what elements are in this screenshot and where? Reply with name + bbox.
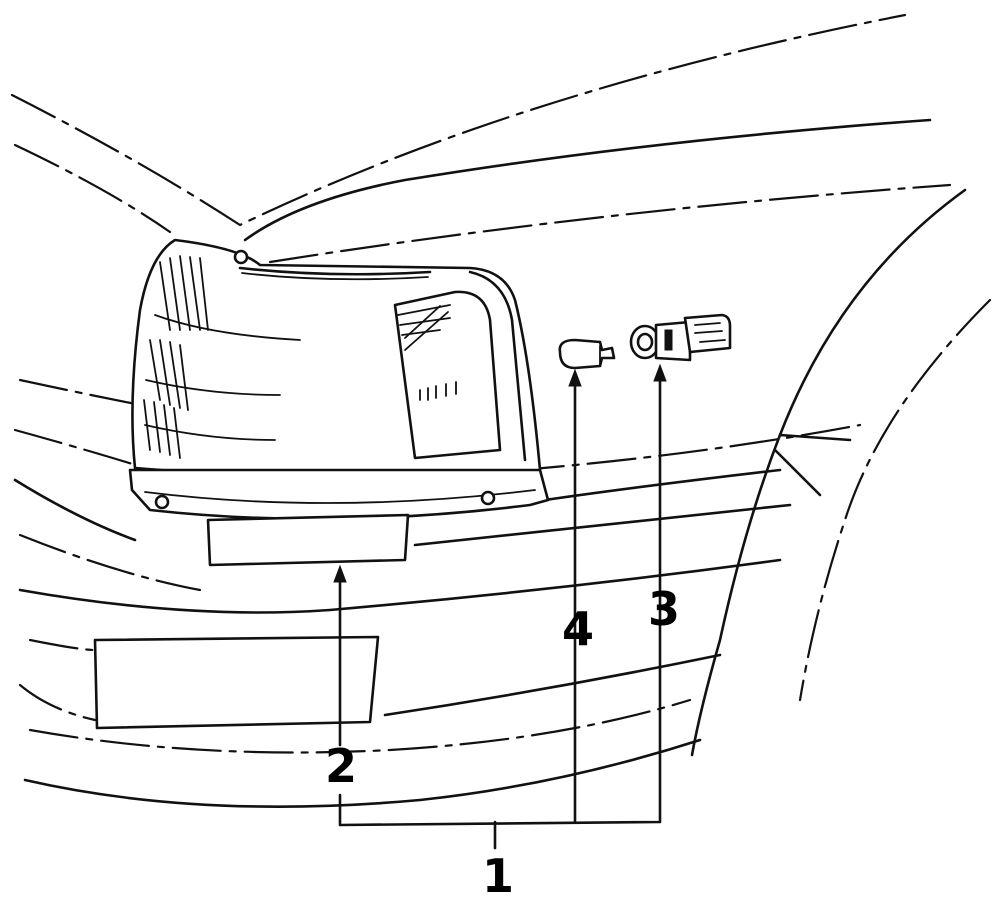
callout-2: 2 [325, 739, 357, 793]
side-marker-lamp-assembly [128, 238, 550, 567]
socket-body [654, 320, 692, 362]
wheel-arch [690, 188, 967, 757]
hood-panel-line [243, 118, 932, 242]
callout-4: 4 [562, 602, 594, 656]
lamp-lower-lens [206, 513, 410, 567]
vehicle-body [10, 13, 992, 808]
screw-hole-right [480, 490, 496, 506]
hood-outline [10, 13, 907, 227]
arrow-4 [568, 368, 582, 387]
bumper-opening [93, 635, 380, 730]
bumper-lower-line [23, 738, 702, 808]
amber-reflector [393, 290, 502, 460]
wedge-bulb [558, 338, 616, 370]
socket-connector [683, 313, 732, 354]
screw-hole-left [154, 494, 170, 510]
arrow-2 [333, 564, 347, 583]
callout-1: 1 [482, 849, 514, 898]
mounting-stud [233, 249, 249, 265]
bulb-part [558, 338, 616, 370]
socket-part [629, 313, 732, 362]
callout-3: 3 [648, 582, 680, 636]
arrow-3 [653, 363, 667, 382]
leader-bracket [338, 373, 662, 827]
callouts: 1 2 3 4 [325, 582, 680, 898]
leader-lines [333, 363, 667, 850]
